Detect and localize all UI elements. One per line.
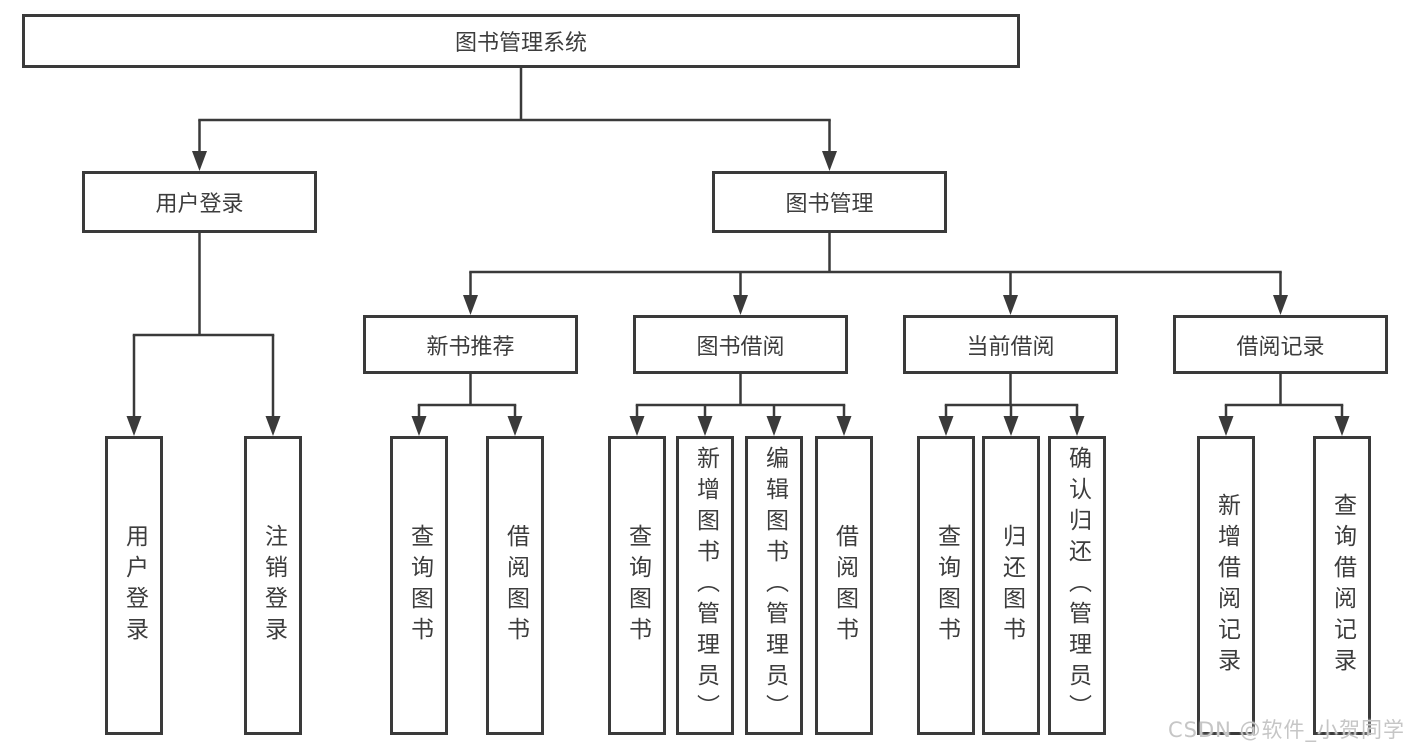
connector-new-book-recommendation-to-leaves — [411, 374, 523, 436]
node-new-book-recommendation: 新书推荐 — [363, 315, 578, 374]
leaf-borrowing-query-books: 查询图书 — [608, 436, 666, 735]
node-current-borrowing: 当前借阅 — [903, 315, 1118, 374]
leaf-borrowing-edit-books-admin: 编辑图书（管理员） — [745, 436, 803, 735]
leaf-borrowing-add-books-admin: 新增图书（管理员） — [676, 436, 734, 735]
connector-current-borrowing-to-leaves — [938, 374, 1085, 436]
connector-book-management-to-level3 — [463, 233, 1288, 315]
connector-root-to-level2 — [192, 68, 837, 171]
csdn-watermark: CSDN @软件_小贺同学 — [1168, 718, 1405, 742]
connector-borrowing-records-to-leaves — [1218, 374, 1350, 436]
leaf-recommend-borrow-books: 借阅图书 — [486, 436, 544, 735]
leaf-current-query-books: 查询图书 — [917, 436, 975, 735]
connector-user-login-to-leaves — [126, 233, 281, 436]
node-book-management: 图书管理 — [712, 171, 947, 233]
leaf-user-login: 用户登录 — [105, 436, 163, 735]
leaf-records-query-borrow-record: 查询借阅记录 — [1313, 436, 1371, 735]
leaf-logout: 注销登录 — [244, 436, 302, 735]
node-borrowing-records: 借阅记录 — [1173, 315, 1388, 374]
leaf-recommend-query-books: 查询图书 — [390, 436, 448, 735]
node-book-borrowing: 图书借阅 — [633, 315, 848, 374]
leaf-borrowing-borrow-books: 借阅图书 — [815, 436, 873, 735]
leaf-current-return-books: 归还图书 — [982, 436, 1040, 735]
leaf-current-confirm-return-admin: 确认归还（管理员） — [1048, 436, 1106, 735]
node-user-login: 用户登录 — [82, 171, 317, 233]
leaf-records-add-borrow-record: 新增借阅记录 — [1197, 436, 1255, 735]
connector-book-borrowing-to-leaves — [629, 374, 852, 436]
node-root-book-management-system: 图书管理系统 — [22, 14, 1020, 68]
